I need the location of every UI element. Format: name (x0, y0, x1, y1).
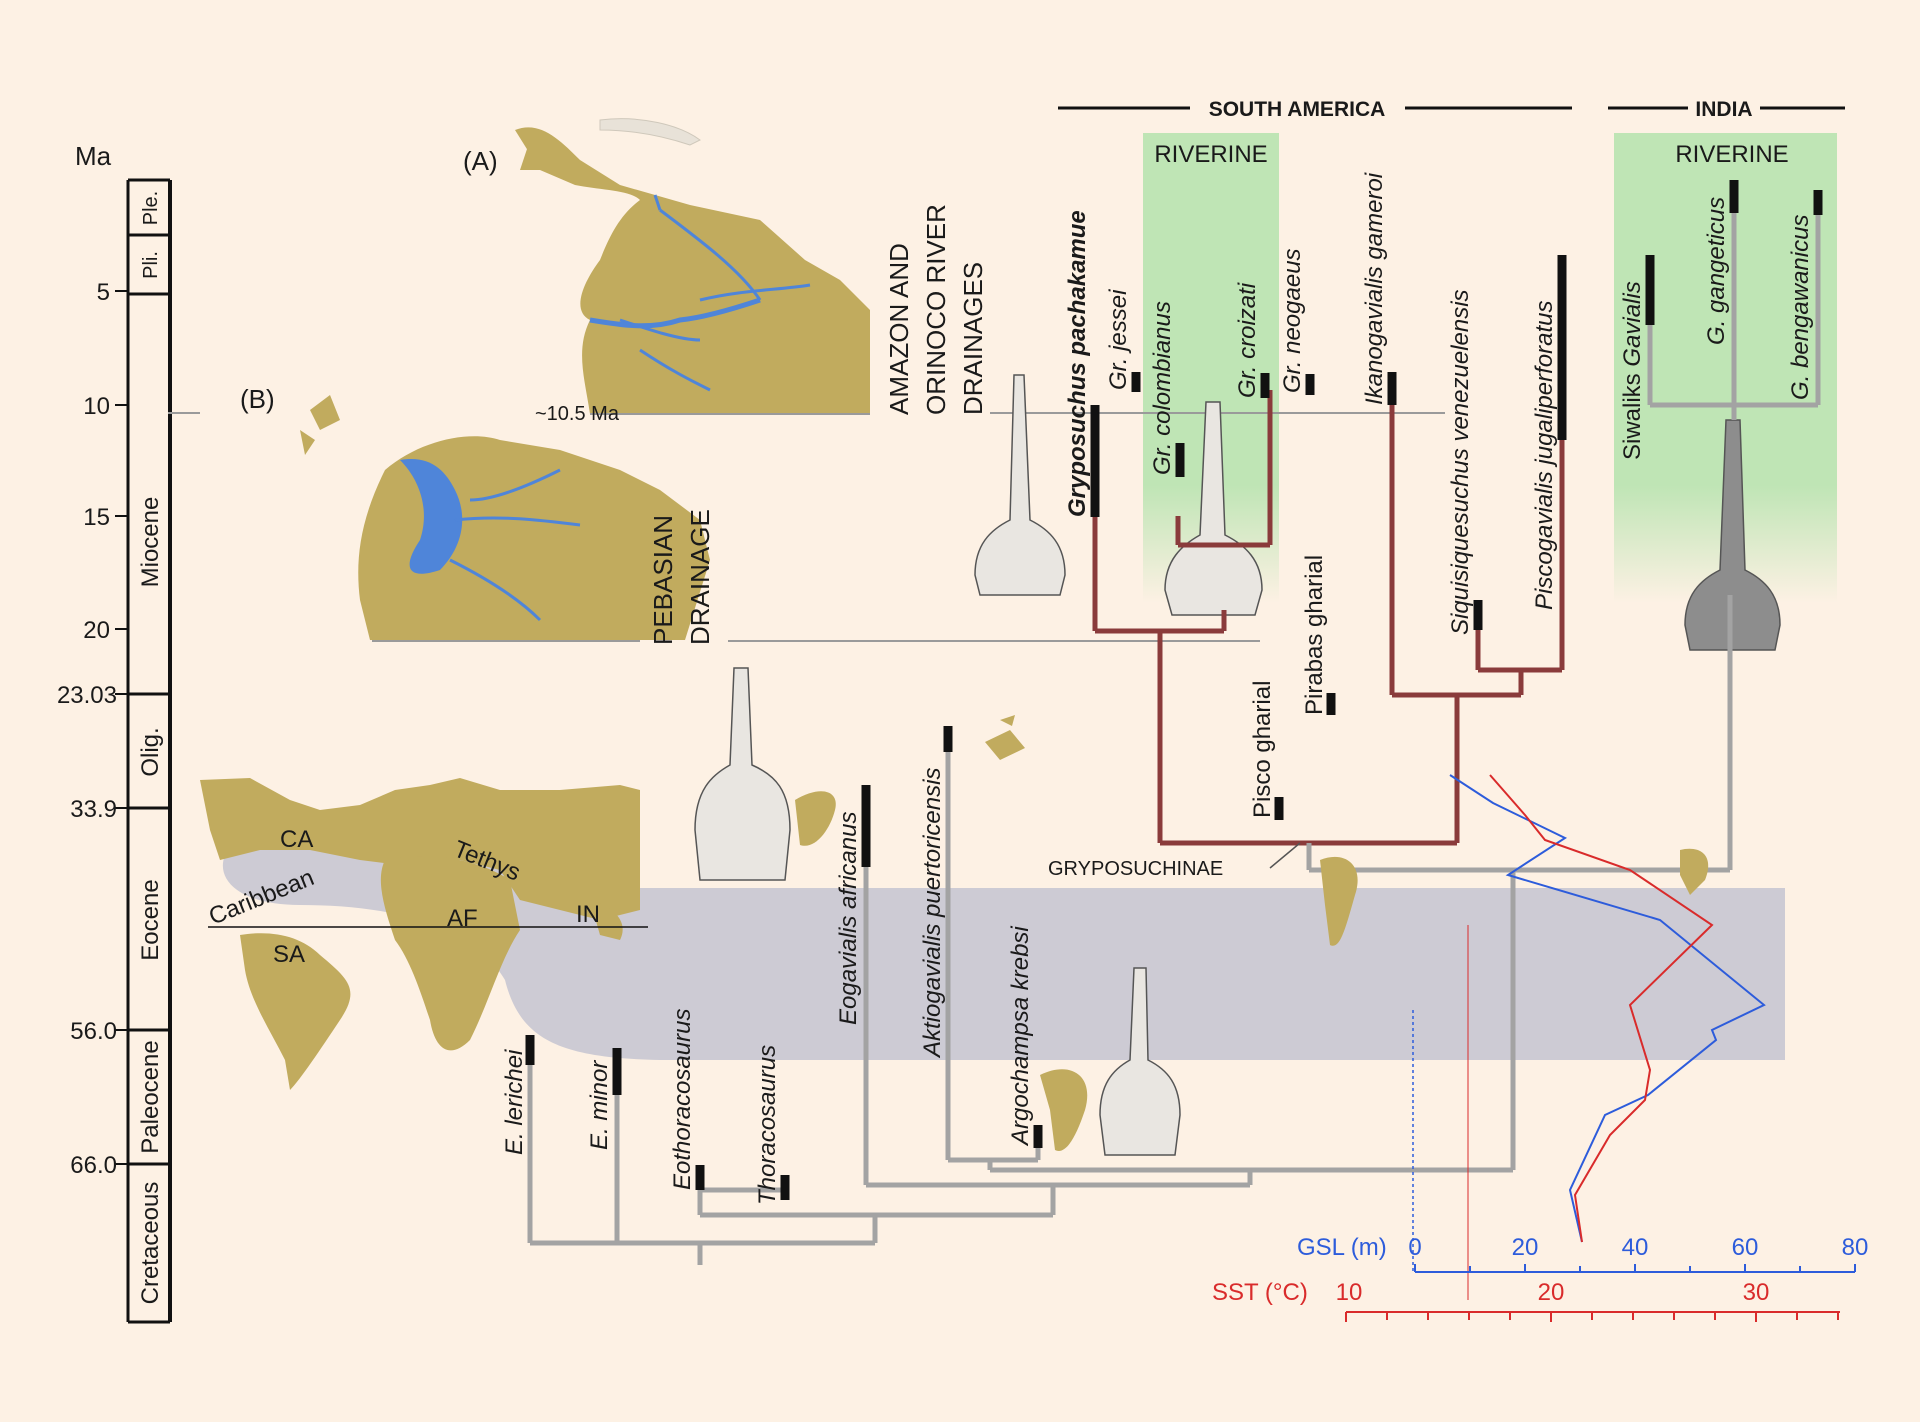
taxon-siquisiquesuchus: Siquisiquesuchus venezuelensis (1447, 289, 1474, 635)
epoch-oligocene: Olig. (137, 727, 164, 776)
gsl-label: GSL (m) (1297, 1234, 1387, 1261)
region-south-america: SOUTH AMERICA (1209, 98, 1386, 121)
epoch-miocene: Miocene (137, 497, 164, 588)
taxon-thoracosaurus: Thoracosaurus (754, 1045, 781, 1205)
epoch-cretaceous: Cretaceous (137, 1182, 164, 1305)
taxon-gr-colombianus: Gr. colombianus (1149, 301, 1176, 475)
gsl-tick-20: 20 (1512, 1234, 1539, 1261)
map-a-caption-line3: DRAINAGES (958, 262, 988, 415)
world-label-af: AF (447, 905, 478, 932)
taxon-eogavialis: Eogavialis africanus (835, 812, 862, 1025)
world-label-ca: CA (280, 826, 313, 853)
gsl-axis: GSL (m) 0 20 40 60 80 (1297, 1234, 1868, 1272)
map-a-amazon-orinoco: (A) ~10.5 Ma AMAZON AND ORINOCO RIVER DR… (463, 119, 988, 425)
riverine-sa-label: RIVERINE (1154, 141, 1267, 168)
tick-33: 33.9 (70, 796, 117, 823)
taxon-gr-jessei: Gr. jessei (1105, 289, 1132, 390)
map-a-label: (A) (463, 146, 498, 176)
map-a-age: ~10.5 Ma (535, 403, 620, 425)
map-b-label: (B) (240, 384, 275, 414)
tick-23: 23.03 (57, 682, 117, 709)
taxon-e-lerichei: E. lerichei (501, 1049, 528, 1155)
epoch-pleistocene: Ple. (140, 191, 162, 225)
clade-gryposuchinae: GRYPOSUCHINAE (1048, 858, 1223, 880)
epoch-pliocene: Pli. (140, 251, 162, 279)
tick-15: 15 (83, 504, 110, 531)
region-india: INDIA (1695, 98, 1752, 121)
taxon-eothoracosaurus: Eothoracosaurus (669, 1009, 696, 1190)
epoch-paleocene: Paleocene (137, 1040, 164, 1153)
timescale-unit: Ma (75, 141, 112, 171)
map-b-caption-line2: DRAINAGE (685, 509, 715, 645)
sst-tick-10: 10 (1336, 1279, 1363, 1306)
sst-axis: SST (°C) 10 20 30 (1212, 1279, 1840, 1322)
gsl-tick-60: 60 (1732, 1234, 1759, 1261)
taxon-argochampsa: Argochampsa krebsi (1007, 926, 1034, 1147)
map-a-caption-line1: AMAZON AND (884, 243, 914, 415)
taxon-gr-neogaeus: Gr. neogaeus (1279, 248, 1306, 393)
taxon-pirabas-gharial: Pirabas gharial (1301, 555, 1328, 715)
taxon-g-gangeticus: G. gangeticus (1703, 197, 1730, 345)
riverine-india-label: RIVERINE (1675, 141, 1788, 168)
tick-10: 10 (83, 393, 110, 420)
world-label-in: IN (576, 901, 600, 928)
taxon-piscogavialis: Piscogavialis jugaliperforatus (1531, 301, 1558, 611)
sst-tick-20: 20 (1538, 1279, 1565, 1306)
gsl-tick-0: 0 (1408, 1234, 1421, 1261)
taxon-e-minor: E. minor (586, 1060, 613, 1150)
geologic-timescale: Ma 5 10 15 20 23.03 33.9 (57, 141, 170, 1322)
taxon-siwaliks-gavialis: Siwaliks Gavialis (1619, 281, 1646, 460)
taxon-pisco-gharial: Pisco gharial (1249, 681, 1276, 818)
gsl-tick-80: 80 (1842, 1234, 1869, 1261)
taxon-ikanogavialis: Ikanogavialis gameroi (1361, 172, 1388, 405)
tick-66: 66.0 (70, 1152, 117, 1179)
taxon-aktiogavialis: Aktiogavialis puertoricensis (919, 768, 946, 1059)
taxon-g-bengawanicus: G. bengawanicus (1787, 215, 1814, 400)
tick-5: 5 (97, 279, 110, 306)
map-a-caption-line2: ORINOCO RIVER (921, 204, 951, 415)
taxon-gr-croizati: Gr. croizati (1234, 282, 1261, 398)
tick-56: 56.0 (70, 1018, 117, 1045)
gsl-tick-40: 40 (1622, 1234, 1649, 1261)
world-label-sa: SA (273, 941, 305, 968)
map-b-pebasian: (B) PEBASIAN DRAINAGE (240, 384, 715, 645)
sst-tick-30: 30 (1743, 1279, 1770, 1306)
map-b-caption-line1: PEBASIAN (648, 515, 678, 645)
tick-20: 20 (83, 617, 110, 644)
sst-label: SST (°C) (1212, 1279, 1308, 1306)
epoch-eocene: Eocene (137, 879, 164, 960)
taxon-gryposuchus-pachakamue: Gryposuchus pachakamue (1064, 210, 1091, 517)
